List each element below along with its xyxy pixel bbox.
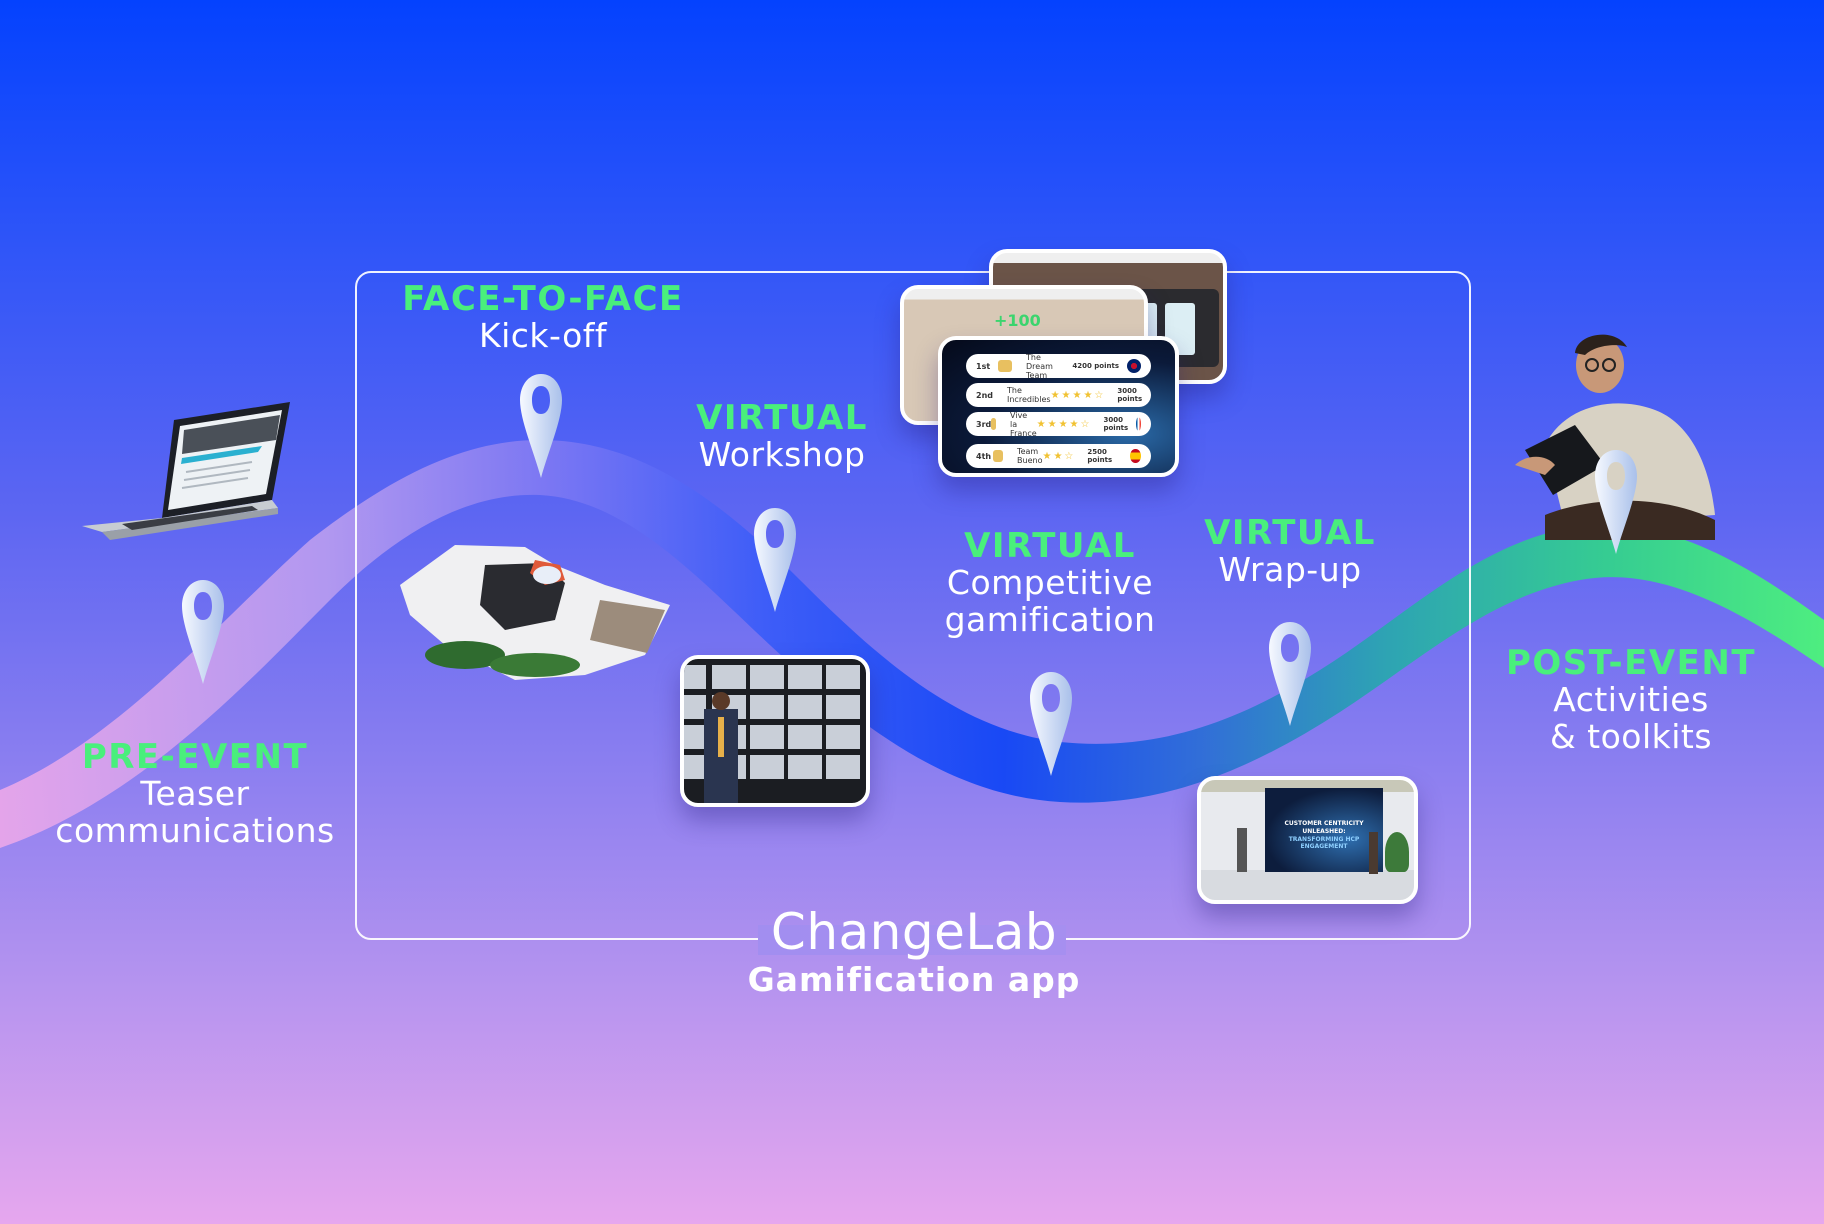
leaderboard-screen: 1st The Dream Team 4200 points 2nd The I… — [938, 336, 1179, 477]
location-pin-icon — [182, 580, 224, 684]
brand-lockup: ChangeLab Gamification app — [748, 905, 1081, 1000]
frame-gap — [758, 925, 1066, 955]
stage-label-kickoff: FACE-TO-FACE Kick-off — [402, 279, 684, 356]
location-pin-icon — [1269, 622, 1311, 726]
leaderboard-row: 4th Team Bueno ★★☆ 2500 points — [966, 444, 1151, 468]
medal-icon — [991, 418, 997, 430]
brand-logo: ChangeLab — [770, 903, 1058, 961]
stage-label-post-event: POST-EVENT Activities & toolkits — [1505, 643, 1757, 757]
flag-es-icon — [1130, 449, 1141, 463]
flag-uk-icon — [1127, 359, 1141, 373]
leaderboard-row: 2nd The Incredibles ★★★★☆ 3000 points — [966, 383, 1151, 407]
location-pin-icon — [520, 374, 562, 478]
leaderboard-row: 3rd Vive la France ★★★★☆ 3000 points — [966, 411, 1151, 438]
brand-product: Gamification app — [747, 960, 1081, 999]
location-pin-icon — [1595, 450, 1637, 554]
flag-fr-icon — [1136, 417, 1141, 431]
person-with-tablet-photo — [1505, 325, 1720, 540]
laptop-illustration — [82, 400, 292, 550]
stage-label-pre-event: PRE-EVENT Teaser communications — [55, 737, 335, 851]
medal-icon — [992, 450, 1004, 462]
stage-label-competitive: VIRTUAL Competitive gamification — [944, 526, 1156, 640]
crown-icon — [998, 360, 1012, 372]
venue-illustration — [395, 525, 670, 680]
stage-label-wrapup: VIRTUAL Wrap-up — [1204, 513, 1376, 590]
stage-label-workshop: VIRTUAL Workshop — [696, 398, 868, 475]
location-pin-icon — [754, 508, 796, 612]
workshop-video-grid-photo — [680, 655, 870, 807]
location-pin-icon — [1030, 672, 1072, 776]
wrapup-virtual-stage-photo: CUSTOMER CENTRICITY UNLEASHED: TRANSFORM… — [1197, 776, 1418, 904]
leaderboard-row: 1st The Dream Team 4200 points — [966, 353, 1151, 380]
